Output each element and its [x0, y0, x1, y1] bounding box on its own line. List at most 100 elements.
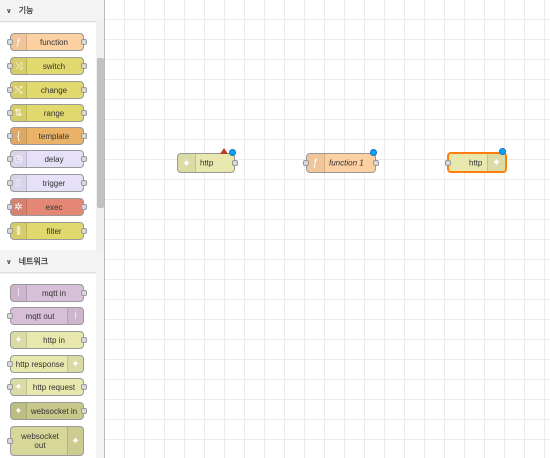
node-label: trigger: [42, 178, 66, 188]
output-port: [81, 384, 87, 390]
bridge-icon: ⦚: [11, 285, 27, 301]
filter-icon: ⫼: [11, 223, 27, 239]
trigger-icon: ⎍: [11, 175, 27, 191]
white-globe-icon: ✦: [67, 356, 83, 372]
node-label: http: [469, 158, 483, 167]
white-globe-icon: ✦: [67, 427, 83, 455]
palette-node-delay[interactable]: ◷ delay: [7, 150, 87, 168]
palette-node-switch[interactable]: ⤨ switch: [7, 57, 87, 75]
input-port: [7, 180, 13, 186]
flow-node-http-response[interactable]: ✦ http: [445, 148, 507, 173]
palette-node-mqtt-out[interactable]: ⦚ mqtt out: [7, 307, 84, 325]
function-icon: ƒ: [11, 34, 27, 50]
cog-icon: ✲: [11, 199, 27, 215]
input-port: [7, 87, 13, 93]
timer-icon: ◷: [11, 151, 27, 167]
changed-indicator: [370, 149, 377, 156]
palette-node-trigger[interactable]: ⎍ trigger: [7, 174, 87, 192]
output-port: [81, 180, 87, 186]
input-port[interactable]: [303, 160, 309, 166]
bridge-icon: ⦚: [67, 308, 83, 324]
output-port[interactable]: [232, 160, 238, 166]
warning-icon: [220, 148, 228, 154]
palette-node-websocket-out[interactable]: ✦ websocket out: [7, 426, 84, 456]
palette-node-template[interactable]: { template: [7, 127, 87, 145]
shuffle-icon: ⤭: [11, 82, 27, 98]
palette-node-range[interactable]: ⇅ range: [7, 104, 87, 122]
node-label: filter: [46, 226, 62, 236]
input-port: [7, 361, 13, 367]
white-globe-icon: ✦: [487, 154, 505, 171]
palette-category-function[interactable]: ∨ 기능: [0, 0, 96, 22]
node-label: websocket in: [30, 406, 78, 416]
node-label: change: [40, 85, 68, 95]
node-label: function: [39, 37, 69, 47]
output-port: [81, 156, 87, 162]
node-label: websocket out: [21, 432, 59, 450]
input-port: [7, 228, 13, 234]
palette-node-http-request[interactable]: ✦ http request: [7, 378, 87, 396]
flow-workspace[interactable]: ✦ http ƒ function 1 ✦ http: [105, 0, 550, 458]
white-globe-icon: ✦: [11, 379, 27, 395]
output-port: [81, 133, 87, 139]
category-title: 네트워크: [18, 257, 49, 266]
output-port: [81, 204, 87, 210]
changed-indicator: [229, 149, 236, 156]
output-port: [81, 290, 87, 296]
node-label: function 1: [329, 158, 364, 168]
palette-node-change[interactable]: ⤭ change: [7, 81, 87, 99]
chevron-down-icon: ∨: [6, 7, 12, 15]
input-port: [7, 133, 13, 139]
output-port: [81, 87, 87, 93]
node-label: http in: [43, 335, 65, 345]
input-port: [7, 63, 13, 69]
palette-node-function[interactable]: ƒ function: [7, 33, 87, 51]
input-port: [7, 39, 13, 45]
palette-node-http-response[interactable]: ✦ http response: [7, 355, 84, 373]
input-port: [7, 313, 13, 319]
input-port: [7, 438, 13, 444]
white-globe-icon: ✦: [11, 332, 27, 348]
switch-icon: ⤨: [11, 58, 27, 74]
node-label: mqtt out: [25, 311, 55, 321]
node-label: http: [200, 158, 214, 168]
category-title: 기능: [18, 6, 34, 15]
range-icon: ⇅: [11, 105, 27, 121]
palette-node-websocket-in[interactable]: ✦ websocket in: [10, 402, 87, 420]
white-globe-icon: ✦: [11, 403, 27, 419]
palette-node-exec[interactable]: ✲ exec: [7, 198, 87, 216]
flow-node-function[interactable]: ƒ function 1: [303, 149, 379, 173]
chevron-down-icon: ∨: [6, 258, 12, 266]
function-icon: ƒ: [307, 154, 325, 172]
output-port: [81, 337, 87, 343]
white-globe-icon: ✦: [178, 154, 196, 172]
input-port[interactable]: [445, 159, 451, 166]
palette-node-filter[interactable]: ⫼ filter: [7, 222, 87, 240]
input-port: [7, 156, 13, 162]
category-function-body: ƒ function ⤨ switch ⤭ change ⇅ range { t…: [0, 23, 96, 250]
node-label: template: [38, 131, 70, 141]
output-port[interactable]: [373, 160, 379, 166]
category-network-body: ⦚ mqtt in ⦚ mqtt out ✦ http in ✦ http re…: [0, 274, 96, 458]
changed-indicator: [499, 148, 506, 155]
node-label: delay: [44, 154, 64, 164]
output-port: [81, 63, 87, 69]
node-label: http response: [15, 359, 65, 369]
node-label: switch: [42, 61, 66, 71]
flow-node-http-in[interactable]: ✦ http: [177, 148, 238, 173]
template-icon: {: [11, 128, 27, 144]
output-port: [81, 228, 87, 234]
palette-category-network[interactable]: ∨ 네트워크: [0, 251, 96, 273]
node-label: mqtt in: [41, 288, 66, 298]
output-port: [81, 39, 87, 45]
palette-scrollbar[interactable]: [96, 22, 104, 250]
palette-node-mqtt-in[interactable]: ⦚ mqtt in: [10, 284, 87, 302]
input-port: [7, 110, 13, 116]
node-label: exec: [45, 202, 63, 212]
output-port: [81, 408, 87, 414]
input-port: [7, 204, 13, 210]
palette-node-http-in[interactable]: ✦ http in: [10, 331, 87, 349]
scrollbar-thumb[interactable]: [97, 58, 104, 208]
node-label: http request: [32, 382, 76, 392]
output-port: [81, 110, 87, 116]
